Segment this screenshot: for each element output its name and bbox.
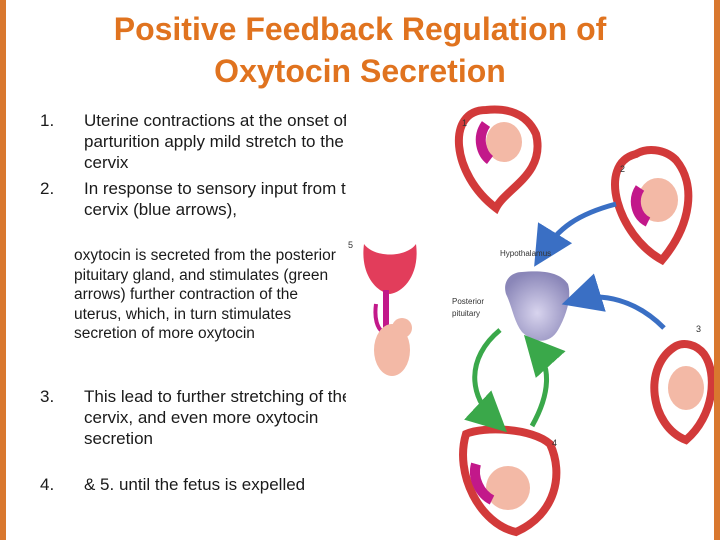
- posterior-pituitary-label-1: Posterior: [452, 297, 484, 306]
- uterus-1-illustration: [454, 105, 542, 215]
- step-text: & 5. until the fetus is expelled: [84, 475, 306, 494]
- slide-title: Positive Feedback Regulation of Oxytocin…: [40, 8, 680, 92]
- hypothalamus-label: Hypothalamus: [500, 249, 551, 258]
- label-step-2: 2: [620, 164, 625, 174]
- step-text: Uterine contractions at the onset of par…: [84, 111, 348, 172]
- blue-arrow-lower: [561, 273, 666, 330]
- uterus-2-illustration: [611, 146, 693, 266]
- label-step-4: 4: [552, 438, 557, 448]
- green-arrow-down: [464, 328, 507, 433]
- step-2-detail: oxytocin is secreted from the posterior …: [74, 247, 336, 342]
- oxytocin-feedback-diagram: 1 2 3 4 5 Hypothalamus Posterior pituita…: [346, 104, 714, 540]
- step-number: 1.: [40, 111, 55, 130]
- blue-arrow-upper: [534, 201, 617, 267]
- step-text: In response to sensory input from the ce…: [84, 179, 365, 219]
- label-step-3: 3: [696, 324, 701, 334]
- uterus-5-illustration: [363, 244, 417, 376]
- left-accent-bar: [0, 0, 6, 540]
- uterus-3-illustration: [650, 340, 714, 445]
- step-number: 4.: [40, 475, 55, 494]
- pituitary-gland-illustration: [505, 271, 570, 341]
- label-step-5: 5: [348, 240, 353, 250]
- diagram-svg: 1 2 3 4 5 Hypothalamus Posterior pituita…: [348, 105, 714, 537]
- label-step-1: 1: [462, 118, 467, 128]
- step-number: 3.: [40, 387, 55, 406]
- title-line-1: Positive Feedback Regulation of: [113, 11, 607, 47]
- posterior-pituitary-label-2: pituitary: [452, 309, 480, 318]
- title-line-2: Oxytocin Secretion: [214, 53, 506, 89]
- uterus-4-illustration: [459, 425, 561, 537]
- green-arrow-up: [523, 334, 566, 428]
- step-number: 2.: [40, 179, 55, 198]
- step-text: This lead to further stretching of the c…: [84, 387, 352, 448]
- right-accent-bar: [714, 0, 720, 540]
